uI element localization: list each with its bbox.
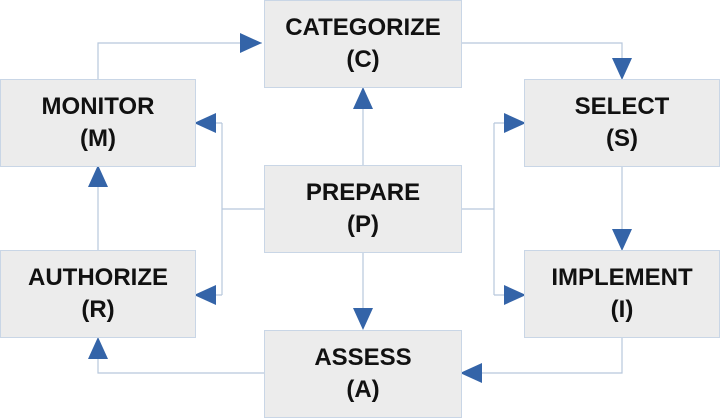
arrowhead-into-authorize-right	[194, 285, 216, 305]
node-authorize-abbr: (R)	[81, 296, 115, 323]
arrowhead-into-implement	[612, 229, 632, 251]
arrowhead-into-implement-left	[504, 285, 526, 305]
node-assess-abbr: (A)	[346, 376, 380, 403]
node-assess-name: ASSESS	[314, 344, 412, 371]
node-prepare-name: PREPARE	[305, 179, 421, 206]
arrowhead-into-select-left	[504, 113, 526, 133]
node-monitor: MONITOR (M)	[0, 79, 196, 167]
node-select: SELECT (S)	[524, 79, 720, 167]
node-categorize-name: CATEGORIZE	[285, 14, 441, 41]
node-authorize: AUTHORIZE (R)	[0, 250, 196, 338]
arrowhead-into-monitor	[88, 165, 108, 187]
node-monitor-name: MONITOR	[41, 93, 155, 120]
arrowhead-into-assess-top	[353, 308, 373, 330]
node-authorize-name: AUTHORIZE	[28, 264, 168, 291]
node-monitor-abbr: (M)	[80, 125, 116, 152]
connector-prepare-left-bracket	[198, 122, 264, 296]
node-categorize-abbr: (C)	[346, 46, 380, 73]
node-select-abbr: (S)	[606, 125, 638, 152]
node-prepare: PREPARE (P)	[264, 165, 462, 253]
arrowhead-into-monitor-right	[194, 113, 216, 133]
node-implement-abbr: (I)	[610, 296, 634, 323]
connector-monitor-categorize	[97, 42, 262, 80]
node-implement: IMPLEMENT (I)	[524, 250, 720, 338]
node-categorize: CATEGORIZE (C)	[264, 0, 462, 88]
arrowhead-into-categorize	[240, 33, 262, 53]
connector-prepare-right-bracket	[462, 122, 522, 296]
arrowhead-into-categorize-bottom	[353, 87, 373, 109]
node-implement-name: IMPLEMENT	[551, 264, 693, 291]
arrowhead-into-authorize	[88, 337, 108, 359]
connector-categorize-select	[462, 42, 623, 78]
arrowhead-into-assess-right	[460, 363, 482, 383]
node-select-name: SELECT	[574, 93, 670, 120]
arrowhead-into-select	[612, 58, 632, 80]
node-assess: ASSESS (A)	[264, 330, 462, 418]
node-prepare-abbr: (P)	[347, 211, 379, 238]
connector-implement-assess	[464, 337, 623, 374]
connector-assess-authorize	[97, 340, 264, 374]
